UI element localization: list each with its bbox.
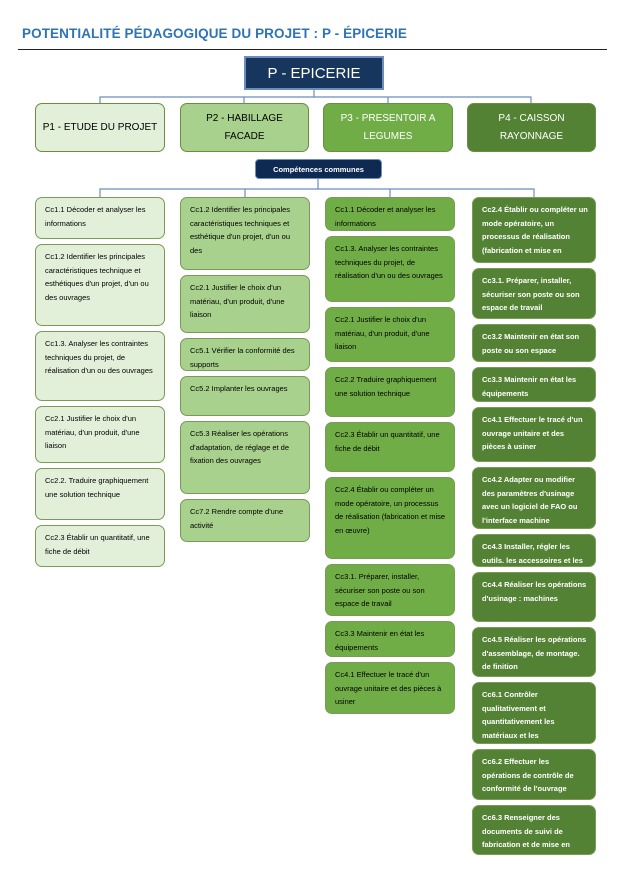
competency-card: Cc6.3 Renseigner des documents de suivi … bbox=[472, 805, 596, 855]
competency-card: Cc4.3 Installer, régler les outils. les … bbox=[472, 534, 596, 567]
competency-card: Cc2.4 Établir ou compléter un mode opéra… bbox=[325, 477, 455, 559]
competency-card: Cc1.3. Analyser les contraintes techniqu… bbox=[325, 236, 455, 302]
competency-card: Cc4.1 Effectuer le tracé d'un ouvrage un… bbox=[472, 407, 596, 462]
competency-card: Cc2.4 Établir ou compléter un mode opéra… bbox=[472, 197, 596, 263]
connector-root-p1 bbox=[99, 90, 315, 103]
title-divider bbox=[18, 49, 607, 50]
project-node-p2: P2 - HABILLAGE FACADE bbox=[180, 103, 309, 152]
competency-card: Cc2.1 Justifier le choix d'un matériau, … bbox=[35, 406, 165, 463]
competency-card: Cc2.3 Établir un quantitatif, une fiche … bbox=[325, 422, 455, 472]
connector-common-p1 bbox=[99, 179, 319, 197]
competency-card: Cc2.1 Justifier le choix d'un matériau, … bbox=[180, 275, 310, 333]
competency-card: Cc1.1 Décoder et analyser les informatio… bbox=[35, 197, 165, 239]
competency-card: Cc3.3 Maintenir en état les équipements bbox=[472, 367, 596, 402]
competency-card: Cc5.1 Vérifier la conformité des support… bbox=[180, 338, 310, 371]
common-competencies-label: Compétences communes bbox=[255, 159, 382, 179]
competency-card: Cc1.1 Décoder et analyser les informatio… bbox=[325, 197, 455, 231]
competency-card: Cc3.3 Maintenir en état les équipements bbox=[325, 621, 455, 657]
competency-card: Cc6.2 Effectuer les opérations de contrô… bbox=[472, 749, 596, 800]
competency-card: Cc4.5 Réaliser les opérations d'assembla… bbox=[472, 627, 596, 677]
competency-card: Cc2.1 Justifier le choix d'un matériau, … bbox=[325, 307, 455, 362]
competency-column-p2: Cc1.2 Identifier les principales caracté… bbox=[180, 197, 310, 547]
competency-column-p4: Cc2.4 Établir ou compléter un mode opéra… bbox=[472, 197, 596, 860]
competency-card: Cc2.2. Traduire graphiquement une soluti… bbox=[35, 468, 165, 520]
competency-card: Cc3.1. Préparer, installer, sécuriser so… bbox=[325, 564, 455, 616]
competency-card: Cc5.2 Implanter les ouvrages bbox=[180, 376, 310, 416]
competency-column-p1: Cc1.1 Décoder et analyser les informatio… bbox=[35, 197, 165, 572]
competency-card: Cc4.4 Réaliser les opérations d'usinage … bbox=[472, 572, 596, 622]
competency-card: Cc3.1. Préparer, installer, sécuriser so… bbox=[472, 268, 596, 319]
competency-card: Cc1.2 Identifier les principales caracté… bbox=[35, 244, 165, 326]
competency-column-p3: Cc1.1 Décoder et analyser les informatio… bbox=[325, 197, 455, 719]
project-node-p4: P4 - CAISSON RAYONNAGE bbox=[467, 103, 596, 152]
competency-card: Cc3.2 Maintenir en état son poste ou son… bbox=[472, 324, 596, 362]
competency-card: Cc1.3. Analyser les contraintes techniqu… bbox=[35, 331, 165, 401]
competency-card: Cc2.2 Traduire graphiquement une solutio… bbox=[325, 367, 455, 417]
connector-common-p4 bbox=[318, 188, 535, 197]
page-title: POTENTIALITÉ PÉDAGOGIQUE DU PROJET : P -… bbox=[22, 26, 407, 41]
competency-card: Cc1.2 Identifier les principales caracté… bbox=[180, 197, 310, 270]
competency-card: Cc2.3 Établir un quantitatif, une fiche … bbox=[35, 525, 165, 567]
connector-root-p4 bbox=[314, 96, 532, 103]
project-node-p3: P3 - PRESENTOIR A LEGUMES bbox=[323, 103, 453, 152]
root-node-epicerie: P - EPICERIE bbox=[244, 56, 384, 90]
competency-card: Cc4.2 Adapter ou modifier des paramètres… bbox=[472, 467, 596, 529]
competency-card: Cc6.1 Contrôler qualitativement et quant… bbox=[472, 682, 596, 744]
competency-card: Cc5.3 Réaliser les opérations d'adaptati… bbox=[180, 421, 310, 494]
competency-card: Cc4.1 Effectuer le tracé d'un ouvrage un… bbox=[325, 662, 455, 714]
project-node-p1: P1 - ETUDE DU PROJET bbox=[35, 103, 165, 152]
competency-card: Cc7.2 Rendre compte d'une activité bbox=[180, 499, 310, 542]
